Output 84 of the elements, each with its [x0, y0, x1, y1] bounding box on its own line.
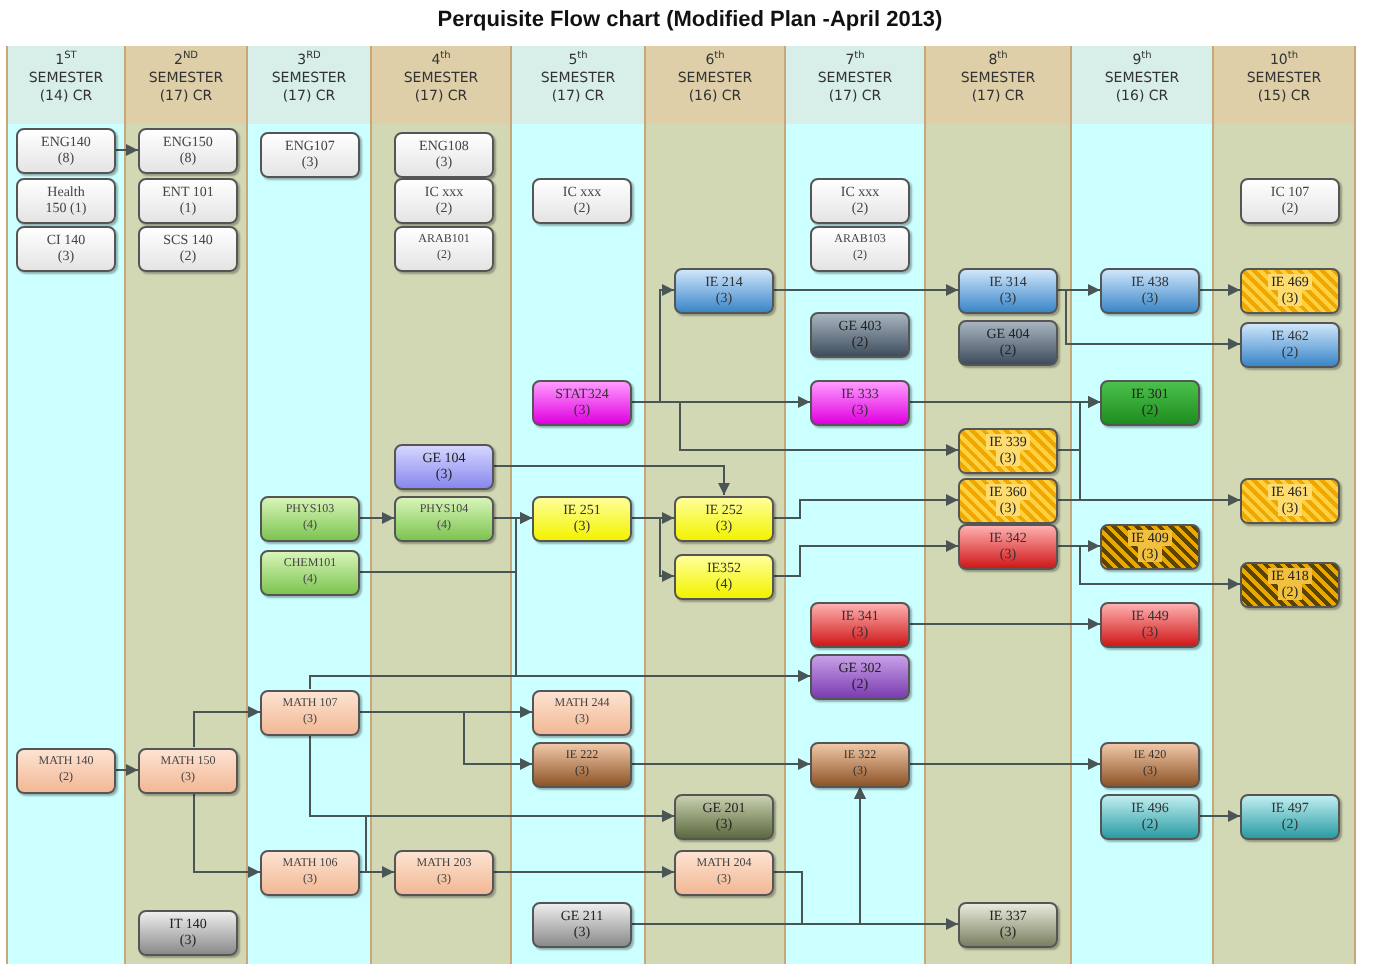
- arrow: [493, 866, 675, 878]
- course-box: [138, 177, 238, 223]
- course-box: [16, 225, 116, 271]
- course-box: [16, 177, 116, 223]
- course-box: [394, 131, 494, 177]
- course-box: [958, 901, 1058, 947]
- arrow: [909, 618, 1101, 630]
- course-box: [674, 495, 774, 541]
- semester-column: [1072, 46, 1214, 964]
- course-box: [810, 601, 910, 647]
- arrow: [359, 512, 395, 524]
- course-box: [532, 901, 632, 947]
- course-box: [958, 267, 1058, 313]
- course-box: [394, 849, 494, 895]
- semester-column: [248, 46, 372, 964]
- semester-column: [926, 46, 1072, 964]
- course-box: [394, 443, 494, 489]
- course-box: [958, 427, 1058, 473]
- arrow: [773, 540, 959, 577]
- course-box: [260, 689, 360, 735]
- course-box: [260, 549, 360, 595]
- course-box: [16, 127, 116, 173]
- semester-column: [6, 46, 126, 964]
- course-box: [532, 177, 632, 223]
- arrow: [773, 494, 959, 519]
- semester-column: [372, 46, 512, 964]
- course-box: [674, 849, 774, 895]
- arrow: [309, 670, 811, 690]
- course-box: [1240, 477, 1340, 523]
- course-box: [674, 553, 774, 599]
- course-box: [810, 177, 910, 223]
- course-box: [1240, 267, 1340, 313]
- course-box: [532, 379, 632, 425]
- course-box: [1240, 177, 1340, 223]
- arrow: [493, 465, 730, 496]
- course-box: [532, 495, 632, 541]
- course-box: [138, 747, 238, 793]
- course-box: [138, 909, 238, 955]
- course-box: [1240, 321, 1340, 367]
- course-box: [394, 177, 494, 223]
- course-box: [1100, 379, 1200, 425]
- arrow: [1199, 810, 1241, 822]
- course-box: [394, 495, 494, 541]
- course-box: [810, 379, 910, 425]
- course-box: [1100, 523, 1200, 569]
- arrow: [359, 810, 675, 873]
- semester-column: [1214, 46, 1356, 964]
- course-box: [138, 225, 238, 271]
- course-box: [260, 131, 360, 177]
- course-box: [1100, 793, 1200, 839]
- course-box: [394, 225, 494, 271]
- course-box: [1100, 601, 1200, 647]
- course-box: [1240, 561, 1340, 607]
- course-box: [1100, 267, 1200, 313]
- semester-column: [786, 46, 926, 964]
- course-box: [810, 653, 910, 699]
- course-box: [810, 225, 910, 271]
- course-box: [674, 267, 774, 313]
- arrow: [113, 144, 139, 156]
- course-box: [958, 523, 1058, 569]
- chart-title: Perquisite Flow chart (Modified Plan -April 2013): [435, 8, 945, 32]
- arrow: [113, 764, 139, 776]
- course-box: [532, 689, 632, 735]
- arrow: [1199, 284, 1241, 296]
- semester-column: [126, 46, 248, 964]
- arrow: [193, 792, 261, 878]
- course-box: [260, 849, 360, 895]
- arrow: [193, 706, 261, 748]
- course-box: [958, 319, 1058, 365]
- course-box: [260, 495, 360, 541]
- arrow: [909, 758, 1101, 770]
- course-box: [1240, 793, 1340, 839]
- course-box: [674, 793, 774, 839]
- arrow: [631, 758, 811, 770]
- course-box: [138, 127, 238, 173]
- course-box: [958, 477, 1058, 523]
- course-box: [16, 747, 116, 793]
- arrow: [773, 284, 959, 296]
- semester-column: [646, 46, 786, 964]
- course-box: [532, 741, 632, 787]
- course-box: [810, 311, 910, 357]
- semester-column: [512, 46, 646, 964]
- course-box: [810, 741, 910, 787]
- course-box: [1100, 741, 1200, 787]
